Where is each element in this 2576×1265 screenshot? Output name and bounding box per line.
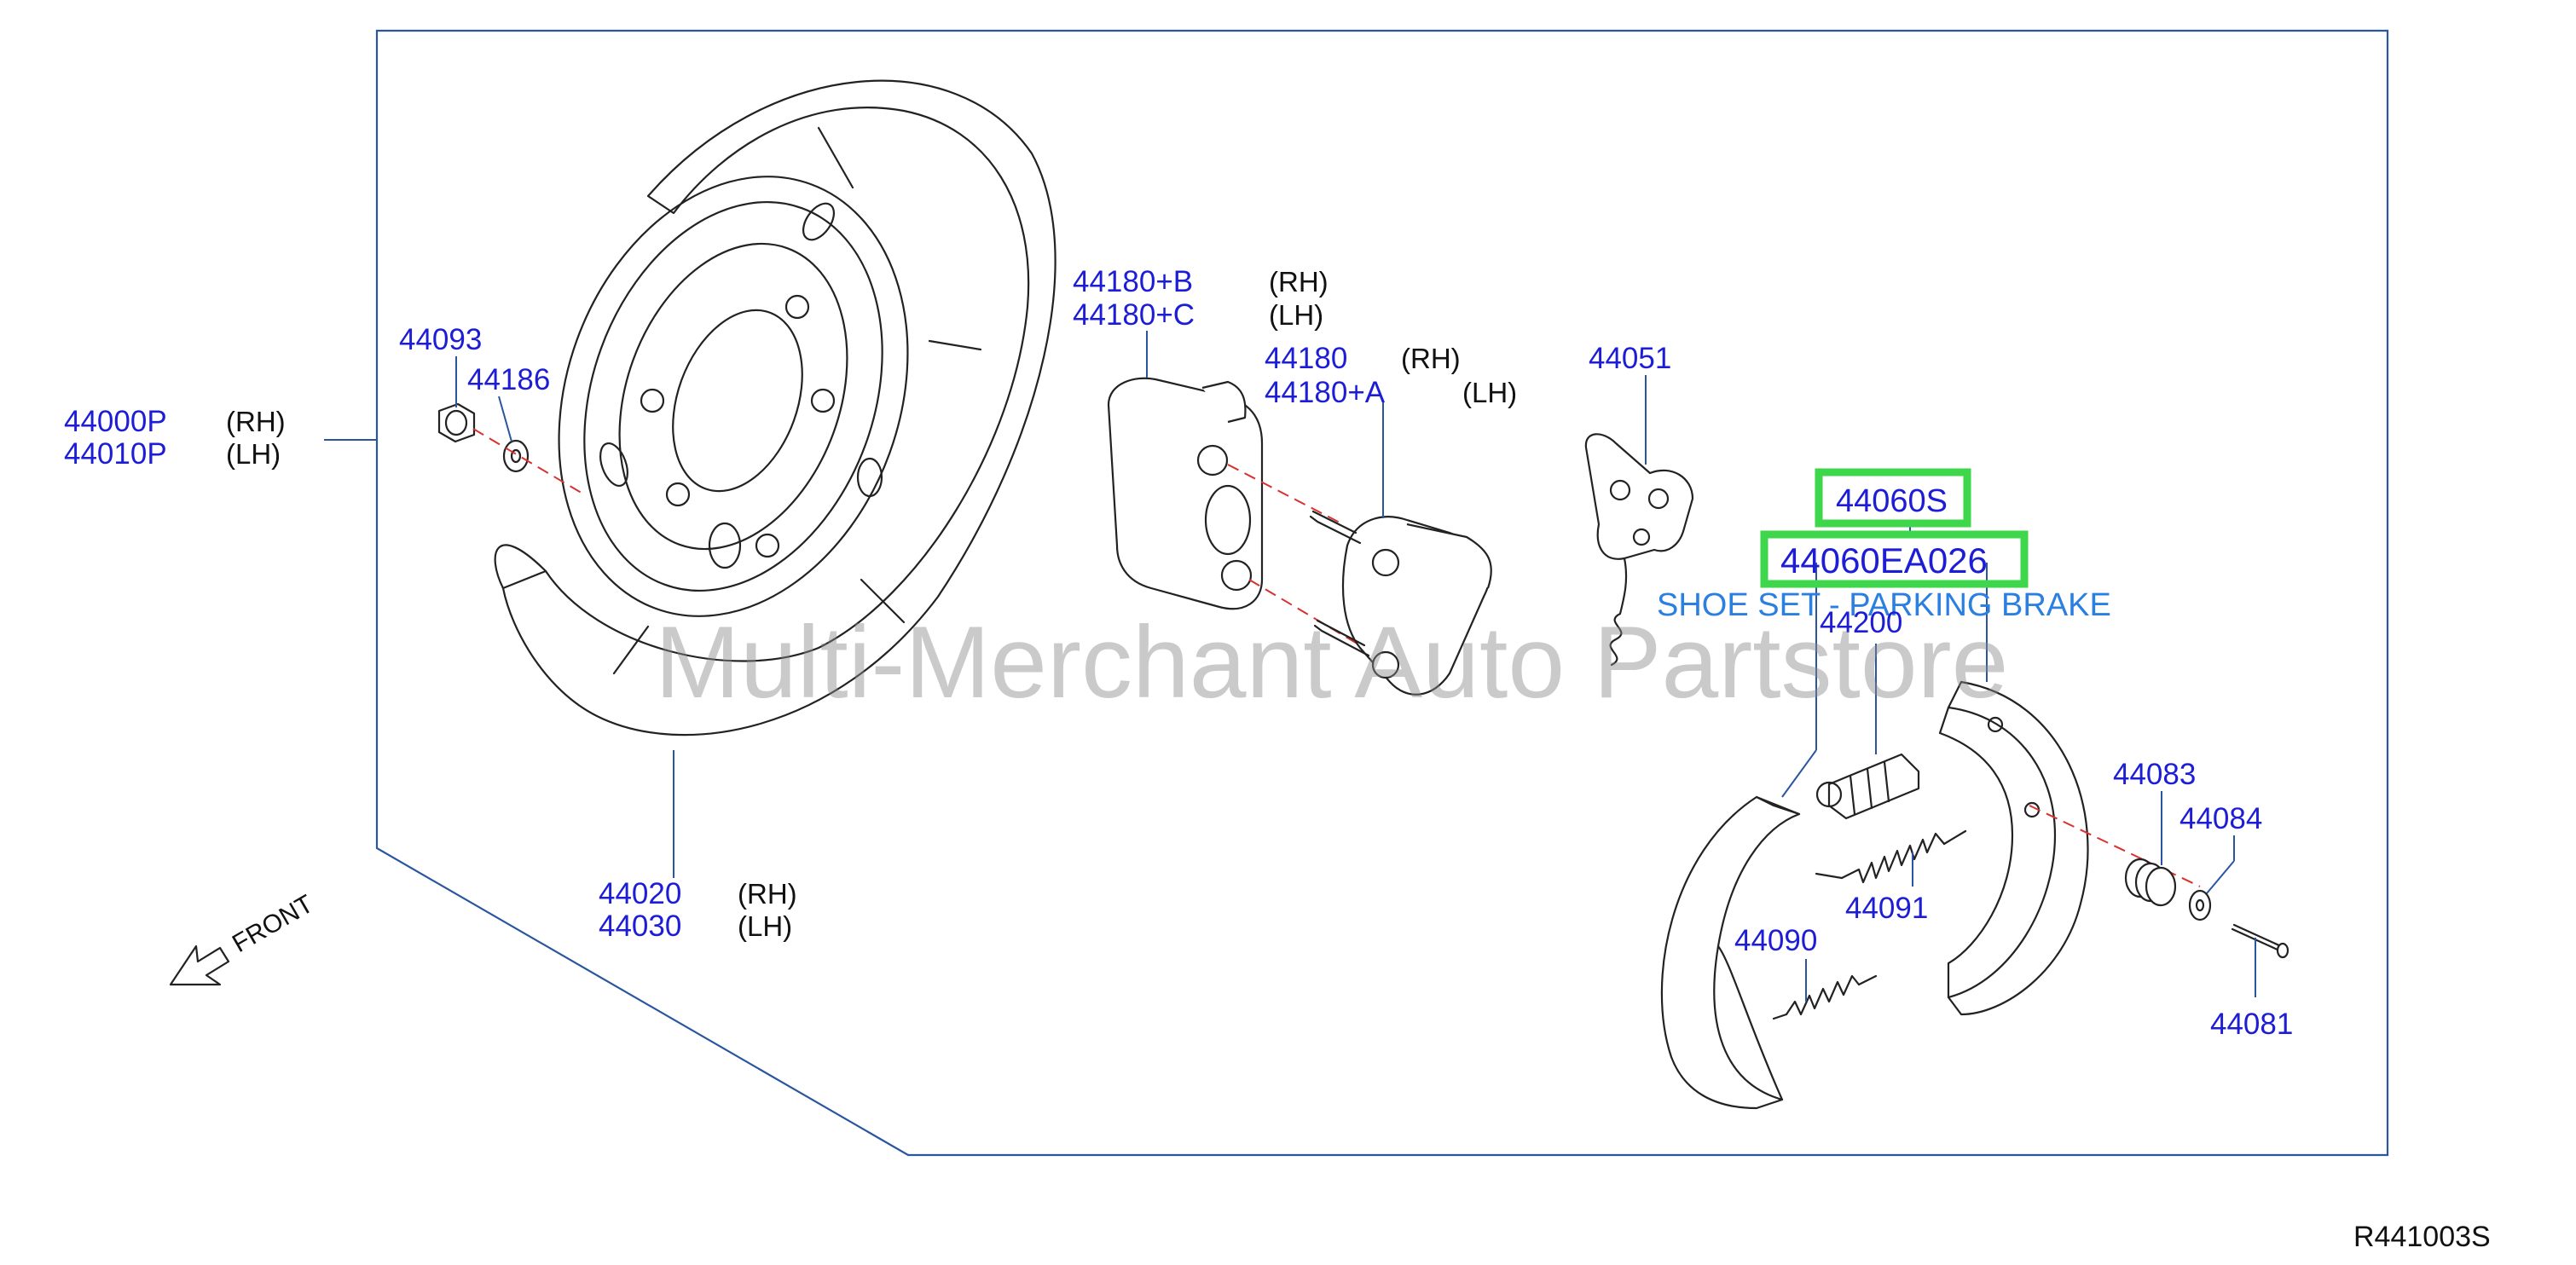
label-44180-side: (RH) bbox=[1401, 343, 1461, 374]
spring-44090 bbox=[1772, 974, 1878, 1020]
spring-44091 bbox=[1815, 829, 1967, 884]
axis-bracket-bottom bbox=[1248, 579, 1365, 649]
caliper-body bbox=[1309, 510, 1492, 696]
label-44000P: 44000P bbox=[64, 405, 167, 438]
label-44020-side: (RH) bbox=[738, 878, 797, 910]
leader-44186 bbox=[498, 396, 512, 442]
label-44180: 44180 bbox=[1265, 342, 1347, 375]
caliper-bracket bbox=[1107, 377, 1264, 610]
label-44030: 44030 bbox=[599, 910, 681, 943]
adjuster-44200 bbox=[1815, 753, 1920, 820]
label-44084: 44084 bbox=[2179, 802, 2262, 835]
label-44180B-side: (RH) bbox=[1269, 266, 1329, 297]
brake-shoe-left bbox=[1660, 795, 1801, 1110]
label-44051: 44051 bbox=[1589, 342, 1671, 375]
label-44180A: 44180+A bbox=[1265, 376, 1386, 409]
label-44180C-side: (LH) bbox=[1269, 299, 1323, 331]
highlight-box-part-number bbox=[1815, 468, 1971, 528]
backing-plate bbox=[494, 79, 1056, 736]
label-44060S: 44060S bbox=[1836, 483, 1948, 519]
lever-44051 bbox=[1584, 433, 1694, 667]
label-44030-side: (LH) bbox=[738, 910, 792, 942]
leader-shoe-left-2 bbox=[1781, 749, 1817, 798]
leader-44084-2 bbox=[2206, 860, 2235, 894]
pin-44081 bbox=[2231, 923, 2289, 959]
front-label: FRONT bbox=[228, 890, 318, 958]
label-44090: 44090 bbox=[1734, 924, 1817, 957]
label-44020: 44020 bbox=[599, 877, 681, 910]
axis-nut bbox=[472, 428, 585, 495]
label-44010P: 44010P bbox=[64, 437, 167, 471]
label-44091: 44091 bbox=[1845, 892, 1928, 925]
brake-shoe-right bbox=[1938, 680, 2089, 1016]
washer-44084 bbox=[2188, 889, 2212, 921]
assembly-frame bbox=[375, 29, 2389, 1157]
front-arrow-icon: FRONT bbox=[169, 890, 318, 986]
label-44000P-side: (RH) bbox=[226, 406, 286, 437]
washer-44186 bbox=[502, 439, 530, 473]
label-44060EA026: 44060EA026 bbox=[1780, 540, 1988, 581]
spring-44083 bbox=[2124, 858, 2177, 907]
label-44093: 44093 bbox=[399, 323, 482, 356]
nut-44093 bbox=[437, 402, 476, 443]
label-44180B: 44180+B bbox=[1073, 265, 1193, 298]
label-44180A-side: (LH) bbox=[1462, 377, 1517, 408]
axis-bracket-top bbox=[1227, 464, 1344, 525]
label-44083: 44083 bbox=[2113, 758, 2196, 791]
label-44010P-side: (LH) bbox=[226, 438, 281, 470]
reference-code: R441003S bbox=[2353, 1221, 2491, 1253]
label-44200: 44200 bbox=[1820, 606, 1902, 639]
watermark: Multi-Merchant Auto Partstore bbox=[655, 605, 2008, 719]
highlight-box-oem-number bbox=[1760, 530, 2029, 588]
label-44186: 44186 bbox=[467, 363, 550, 396]
label-44180C: 44180+C bbox=[1073, 298, 1195, 332]
label-shoe-set-description: SHOE SET - PARKING BRAKE bbox=[1657, 587, 2111, 623]
label-44081: 44081 bbox=[2210, 1008, 2293, 1041]
